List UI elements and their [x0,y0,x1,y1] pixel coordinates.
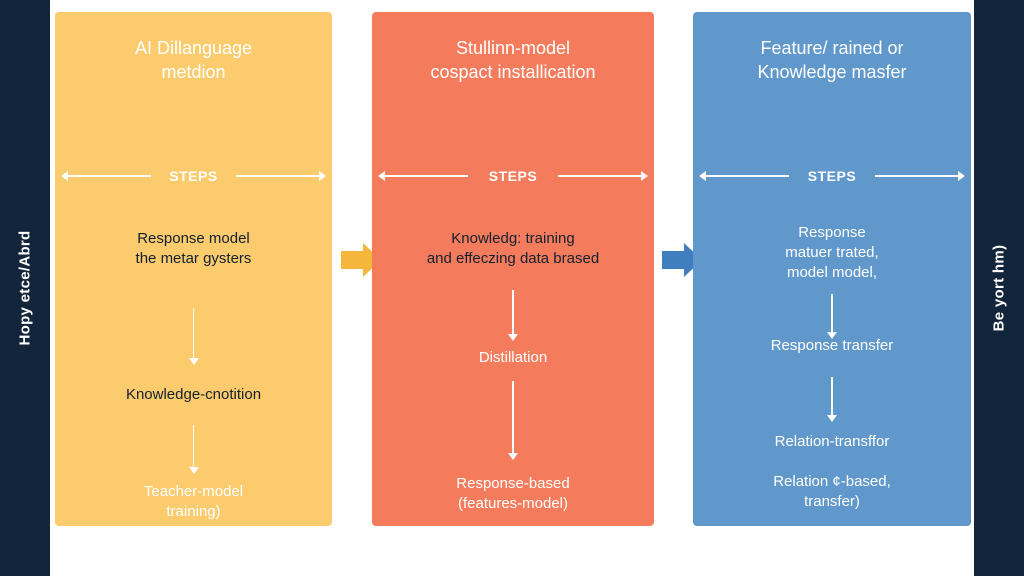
step-2-text: Knowledge-cnotition [125,386,262,403]
panel-title-line2: Knowledge masfer [757,62,907,82]
down-arrow-icon [826,294,838,340]
right-arrowhead-icon [958,171,965,181]
step-3: Relation-transffor [703,432,961,452]
right-side-label: Be yort hm) [990,244,1008,332]
step-3-text: Teacher-model training) [143,483,244,520]
down-arrow-icon [507,381,519,461]
step-1-text: Response matuer trated, model model, [785,224,879,281]
step-1: Knowledg: training and effeczing data br… [382,229,644,269]
step-4-text: Relation ¢-based, transfer) [773,473,891,510]
panel-feature-knowledge-transfer: Feature/ rained or Knowledge masfer STEP… [693,12,971,526]
left-arrowhead-icon [378,171,385,181]
down-arrow-icon [188,425,200,475]
left-arrowhead-icon [61,171,68,181]
step-2-text: Response transfer [770,337,894,354]
step-2-text: Distillation [478,349,548,366]
panel-student-model-compact: Stullinn-model cospact installication ST… [372,12,654,526]
panel-title-line1: Stullinn-model [455,38,571,58]
right-arrowhead-icon [641,171,648,181]
steps-label: STEPS [807,168,857,184]
step-2: Distillation [382,348,644,368]
left-arrowhead-icon [699,171,706,181]
right-side-bar: Be yort hm) [974,0,1024,576]
steps-divider: STEPS [699,168,965,184]
connector-arrow-icon [341,243,381,277]
step-3: Response-based (features-model) [382,474,644,514]
down-arrow-icon [188,308,200,366]
panel-ai-language-method: AI Dillanguage metdion STEPS Response mo… [55,12,332,526]
connector-arrow-icon [662,243,702,277]
panel-title-line1: AI Dillanguage [134,38,253,58]
steps-label: STEPS [169,168,218,184]
step-1: Response matuer trated, model model, [703,223,961,283]
step-2: Knowledge-cnotition [65,385,322,405]
down-arrow-icon [826,377,838,423]
panel-title: Stullinn-model cospact installication [382,36,644,84]
step-4: Relation ¢-based, transfer) [703,472,961,512]
panel-title-line1: Feature/ rained or [760,38,904,58]
panel-title: Feature/ rained or Knowledge masfer [703,36,961,84]
step-3: Teacher-model training) [65,482,322,522]
panel-title-line2: metdion [161,62,226,82]
steps-divider: STEPS [378,168,648,184]
panel-title-line2: cospact installication [430,62,596,82]
right-arrowhead-icon [319,171,326,181]
step-3-text: Relation-transffor [774,433,890,450]
step-3-text: Response-based (features-model) [456,475,570,512]
steps-label: STEPS [488,168,538,184]
steps-divider: STEPS [61,168,326,184]
step-1-text: Response model the metar gysters [135,230,252,267]
step-1: Response model the metar gysters [65,229,322,269]
step-2: Response transfer [703,336,961,356]
left-side-label: Hopy etce/Abrd [16,230,34,346]
down-arrow-icon [507,290,519,342]
step-1-text: Knowledg: training and effeczing data br… [426,230,600,267]
left-side-bar: Hopy etce/Abrd [0,0,50,576]
panel-title: AI Dillanguage metdion [65,36,322,84]
